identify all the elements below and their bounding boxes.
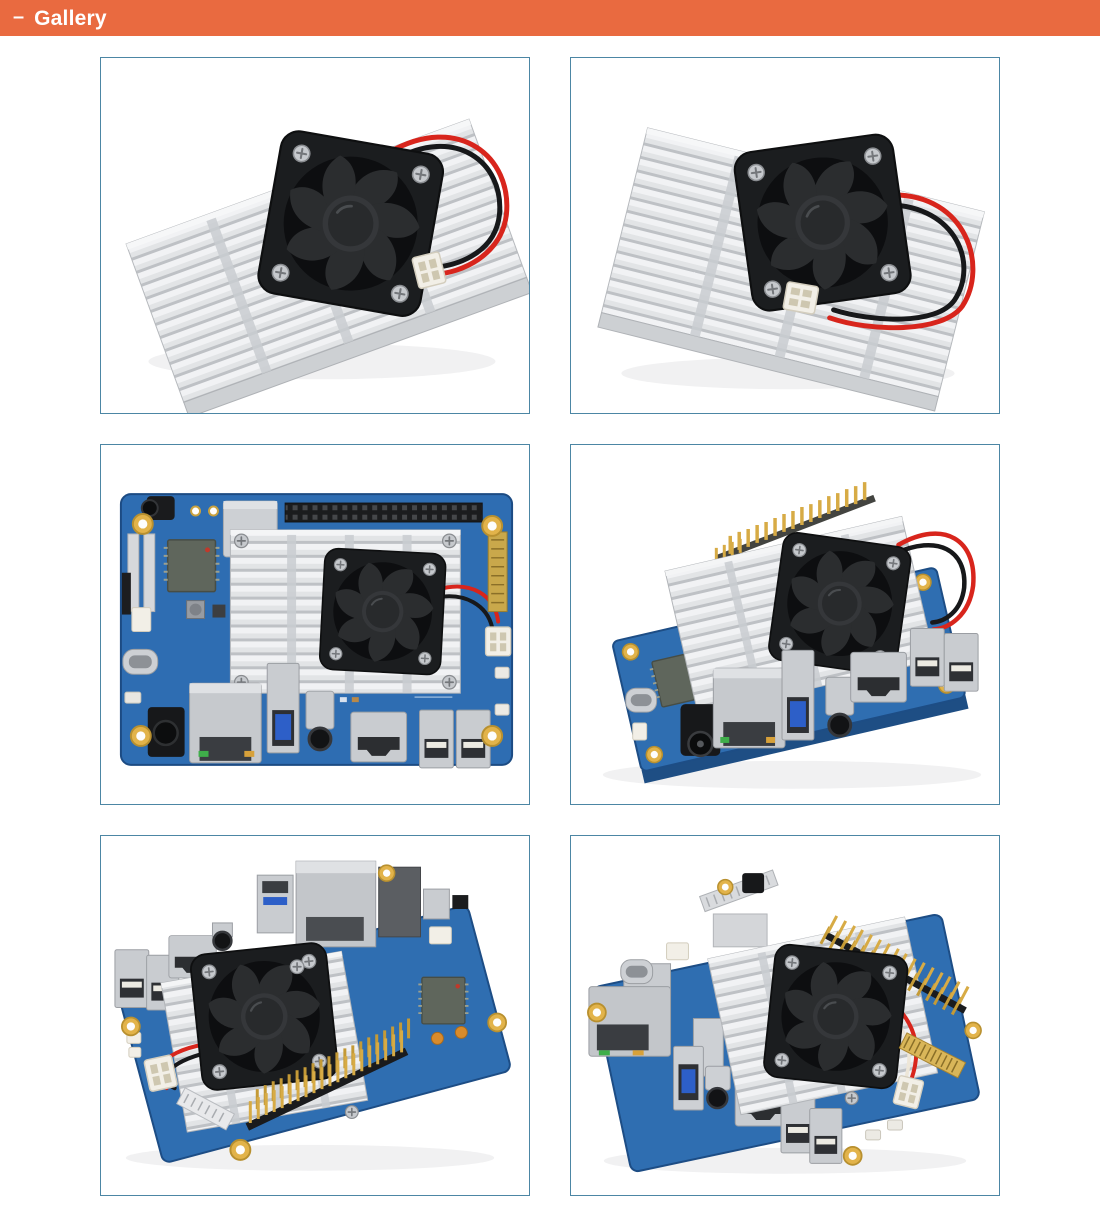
audio-jack — [824, 675, 856, 738]
fan-wires — [892, 531, 976, 632]
fpc-gold-connector — [487, 531, 508, 613]
usb-c-port — [122, 648, 159, 675]
mounting-hole — [481, 725, 504, 747]
mounting-hole — [481, 515, 504, 537]
mounting-hole — [229, 1138, 252, 1161]
gallery-item-board-front-angle[interactable] — [570, 444, 1000, 805]
fpc-connector — [143, 533, 156, 613]
mounting-hole — [717, 878, 734, 896]
button — [124, 691, 142, 704]
mounting-hole — [377, 864, 396, 882]
capacitor — [351, 697, 359, 703]
fan-illustration — [732, 132, 912, 312]
gallery-item-heatsink-fan-angle-1[interactable] — [100, 57, 530, 414]
photo-heatsink-fan-angle-2 — [597, 127, 985, 412]
button — [865, 1129, 882, 1141]
mounting-hole — [587, 1002, 607, 1023]
button — [887, 1119, 903, 1131]
photo-board-rear-angle — [114, 860, 511, 1171]
ethernet-port — [712, 667, 786, 749]
gpio-header — [284, 502, 483, 523]
dc-power-jack — [742, 873, 765, 894]
fan-illustration — [763, 943, 909, 1089]
photo-heatsink-fan-angle-1 — [125, 118, 529, 413]
antenna-pad — [208, 505, 219, 517]
jst-connector — [128, 1046, 142, 1058]
gallery-section-header: – Gallery — [0, 0, 1100, 36]
fan-illustration — [256, 128, 446, 318]
capacitor — [454, 1025, 468, 1039]
usb-a-port — [909, 627, 945, 687]
audio-jack — [211, 922, 233, 952]
fpc-gold-connector — [898, 1032, 967, 1079]
jst-connector — [131, 607, 152, 632]
fan-connector — [484, 626, 512, 657]
antenna-pad — [190, 505, 202, 517]
hdmi-port — [850, 651, 907, 703]
gpio-pins — [245, 1018, 411, 1131]
ethernet-port — [588, 986, 672, 1057]
usb3-port — [673, 1045, 704, 1111]
mounting-hole — [131, 513, 154, 535]
ethernet-led — [720, 736, 730, 743]
metal-shield — [712, 913, 768, 948]
jst-connector — [632, 722, 648, 741]
fan-wires — [827, 192, 976, 331]
collapse-dash-icon: – — [13, 6, 25, 28]
mounting-hole — [964, 1021, 982, 1040]
mounting-hole — [842, 1145, 863, 1166]
small-ic — [212, 604, 226, 618]
section-title: Gallery — [34, 6, 107, 30]
power-inductor — [186, 600, 206, 620]
capacitor — [430, 1031, 444, 1045]
photo-board-top-view — [119, 493, 514, 769]
fan-illustration — [189, 942, 339, 1092]
jst-connector — [666, 942, 689, 961]
photo-board-front-angle — [602, 482, 982, 789]
gallery-grid — [0, 36, 1100, 1226]
usb-c-port — [620, 959, 654, 985]
usb-a-port — [809, 1108, 843, 1164]
usb-a-port — [943, 632, 979, 692]
mounting-hole — [121, 1016, 141, 1037]
dc-power-jack — [147, 707, 185, 757]
fpc-connector — [176, 1087, 236, 1131]
rear-port-cluster — [256, 860, 469, 948]
audio-jack — [304, 689, 336, 752]
usb3-port — [781, 649, 815, 741]
gpio-pins — [714, 482, 876, 563]
usb-a-port — [114, 949, 150, 1009]
fpc-connector — [698, 869, 779, 913]
pin-header-small — [121, 572, 131, 615]
fan-wires — [386, 134, 510, 277]
gallery-item-board-top-view[interactable] — [100, 444, 530, 805]
button — [494, 703, 510, 716]
usb-a-port — [419, 709, 454, 769]
mounting-hole — [129, 725, 152, 747]
wifi-module — [162, 538, 221, 593]
gallery-item-heatsink-fan-angle-2[interactable] — [570, 57, 1000, 414]
usb3-port — [266, 662, 300, 754]
usb-c-port — [625, 687, 658, 713]
gallery-item-board-side-angle[interactable] — [570, 835, 1000, 1196]
audio-jack — [704, 1065, 731, 1110]
fan-illustration — [319, 548, 446, 675]
hdmi-port — [350, 711, 408, 763]
mounting-hole — [487, 1012, 508, 1033]
button — [494, 666, 510, 679]
capacitor — [339, 697, 347, 703]
gallery-item-board-rear-angle[interactable] — [100, 835, 530, 1196]
wifi-module — [417, 976, 470, 1025]
fan-connector — [782, 280, 820, 316]
photo-board-side-angle — [587, 869, 982, 1174]
ethernet-led — [198, 750, 209, 757]
fan-connector — [143, 1054, 179, 1093]
ethernet-led — [766, 736, 776, 743]
ethernet-led — [244, 750, 255, 757]
